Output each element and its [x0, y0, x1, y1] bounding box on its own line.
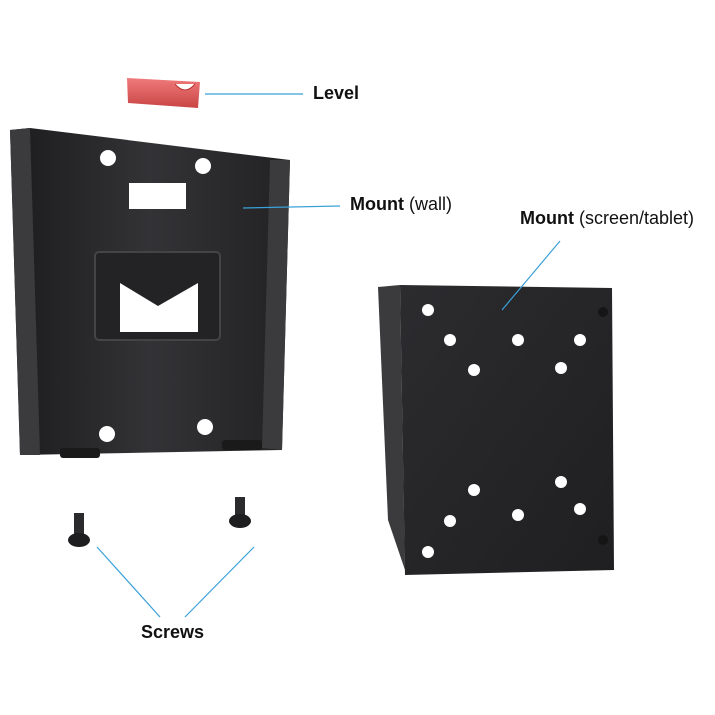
screen-mount-leader: [501, 240, 561, 311]
screws-label: Screws: [141, 622, 205, 642]
wall-mount-label: Mount (wall): [350, 194, 452, 214]
wall-mount-plate: [10, 128, 290, 458]
screen-mount-label: Mount (screen/tablet): [520, 208, 695, 228]
screw-left-icon: [68, 513, 90, 547]
screw-right-leader: [184, 546, 255, 618]
leader-lines: [96, 93, 561, 618]
screen-mount-plate: [378, 285, 614, 575]
level-label: Level: [313, 83, 360, 103]
screw-right-icon: [229, 497, 251, 528]
level-part: [127, 78, 200, 108]
screw-left-leader: [96, 546, 161, 618]
wall-mount-leader: [242, 205, 341, 209]
